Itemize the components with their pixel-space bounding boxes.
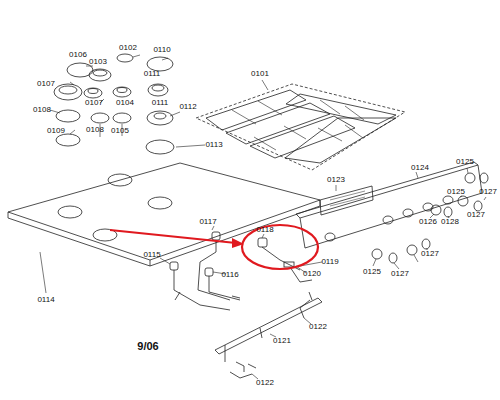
callout-number: 0107 — [36, 80, 56, 88]
callout-number: 0114 — [36, 296, 55, 304]
callout-number: 0121 — [272, 337, 292, 345]
callout-number: 0102 — [118, 44, 138, 52]
callout-number: 0106 — [68, 51, 88, 59]
callout-number: 0123 — [326, 176, 346, 184]
control-panel — [296, 162, 482, 248]
callout-number: 0128 — [440, 218, 460, 226]
callout-number: 0120 — [302, 270, 322, 278]
grates — [196, 80, 405, 170]
callout-number: 0117 — [198, 218, 217, 226]
callout-number: 0108 — [32, 106, 52, 114]
callout-number: 0112 — [178, 103, 197, 111]
callout-number: 0127 — [390, 270, 410, 278]
red-callout — [110, 225, 318, 269]
callout-number: 0127 — [420, 250, 440, 258]
knobs — [372, 168, 488, 269]
burner-parts — [50, 54, 205, 154]
callout-number: 0111 — [151, 99, 170, 107]
date-code: 9/06 — [136, 341, 159, 352]
callout-number: 0113 — [204, 141, 223, 149]
callout-number: 0126 — [418, 218, 438, 226]
callout-number: 0110 — [152, 46, 171, 54]
valves-and-manifold — [160, 226, 322, 379]
callout-number: 0125 — [455, 158, 475, 166]
callout-number: 0109 — [46, 127, 66, 135]
callout-number: 0108 — [85, 126, 105, 134]
callout-number: 0115 — [142, 251, 161, 259]
callout-number: 0122 — [255, 379, 275, 387]
callout-number: 0127 — [466, 211, 486, 219]
callout-number: 0105 — [110, 127, 130, 135]
callout-number: 0124 — [410, 164, 430, 172]
callout-number: 0116 — [220, 271, 239, 279]
callout-number: 0125 — [446, 188, 466, 196]
callout-number: 0107 — [84, 99, 104, 107]
callout-number: 0101 — [250, 70, 270, 78]
callout-number: 0104 — [115, 99, 135, 107]
callout-number: 0103 — [88, 58, 108, 66]
callout-number: 0111 — [143, 70, 162, 78]
callout-number: 0122 — [308, 323, 328, 331]
cooktop — [8, 163, 320, 293]
callout-number: 0118 — [255, 226, 274, 234]
callout-number: 0125 — [362, 268, 382, 276]
callout-number: 0127 — [478, 188, 498, 196]
callout-number: 0119 — [320, 258, 339, 266]
